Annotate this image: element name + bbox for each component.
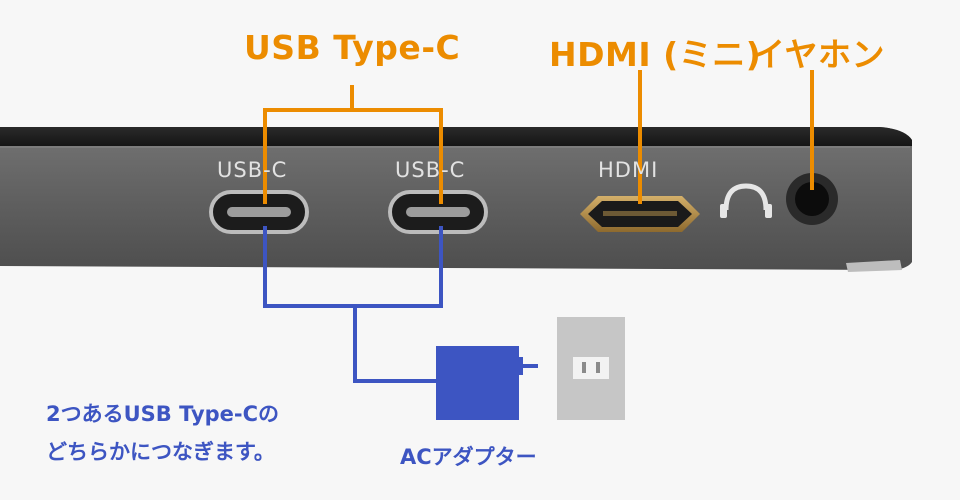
hdmi-port (580, 196, 700, 232)
orange-callout-lines (263, 70, 814, 204)
usb-c-port-1 (209, 190, 309, 234)
port-label-usb-c-1: USB-C (217, 158, 288, 182)
note-line-2: どちらかにつなぎます。 (46, 440, 275, 464)
earphone-callout: イヤホン (752, 35, 886, 74)
stand-foot (846, 260, 902, 272)
usb-c-port-2 (388, 190, 488, 234)
ac-adapter-icon (436, 346, 523, 420)
note-line-1: 2つあるUSB Type-Cの (46, 402, 280, 426)
outlet-icon (557, 317, 625, 420)
port-label-hdmi: HDMI (598, 158, 659, 182)
headphone-icon (720, 183, 772, 218)
usb-type-c-callout: USB Type-C (244, 28, 461, 67)
earphone-jack (786, 173, 838, 225)
ac-adapter-label: ACアダプター (400, 445, 537, 469)
port-label-usb-c-2: USB-C (395, 158, 466, 182)
hdmi-mini-callout: HDMI (ミニ) (549, 35, 762, 74)
